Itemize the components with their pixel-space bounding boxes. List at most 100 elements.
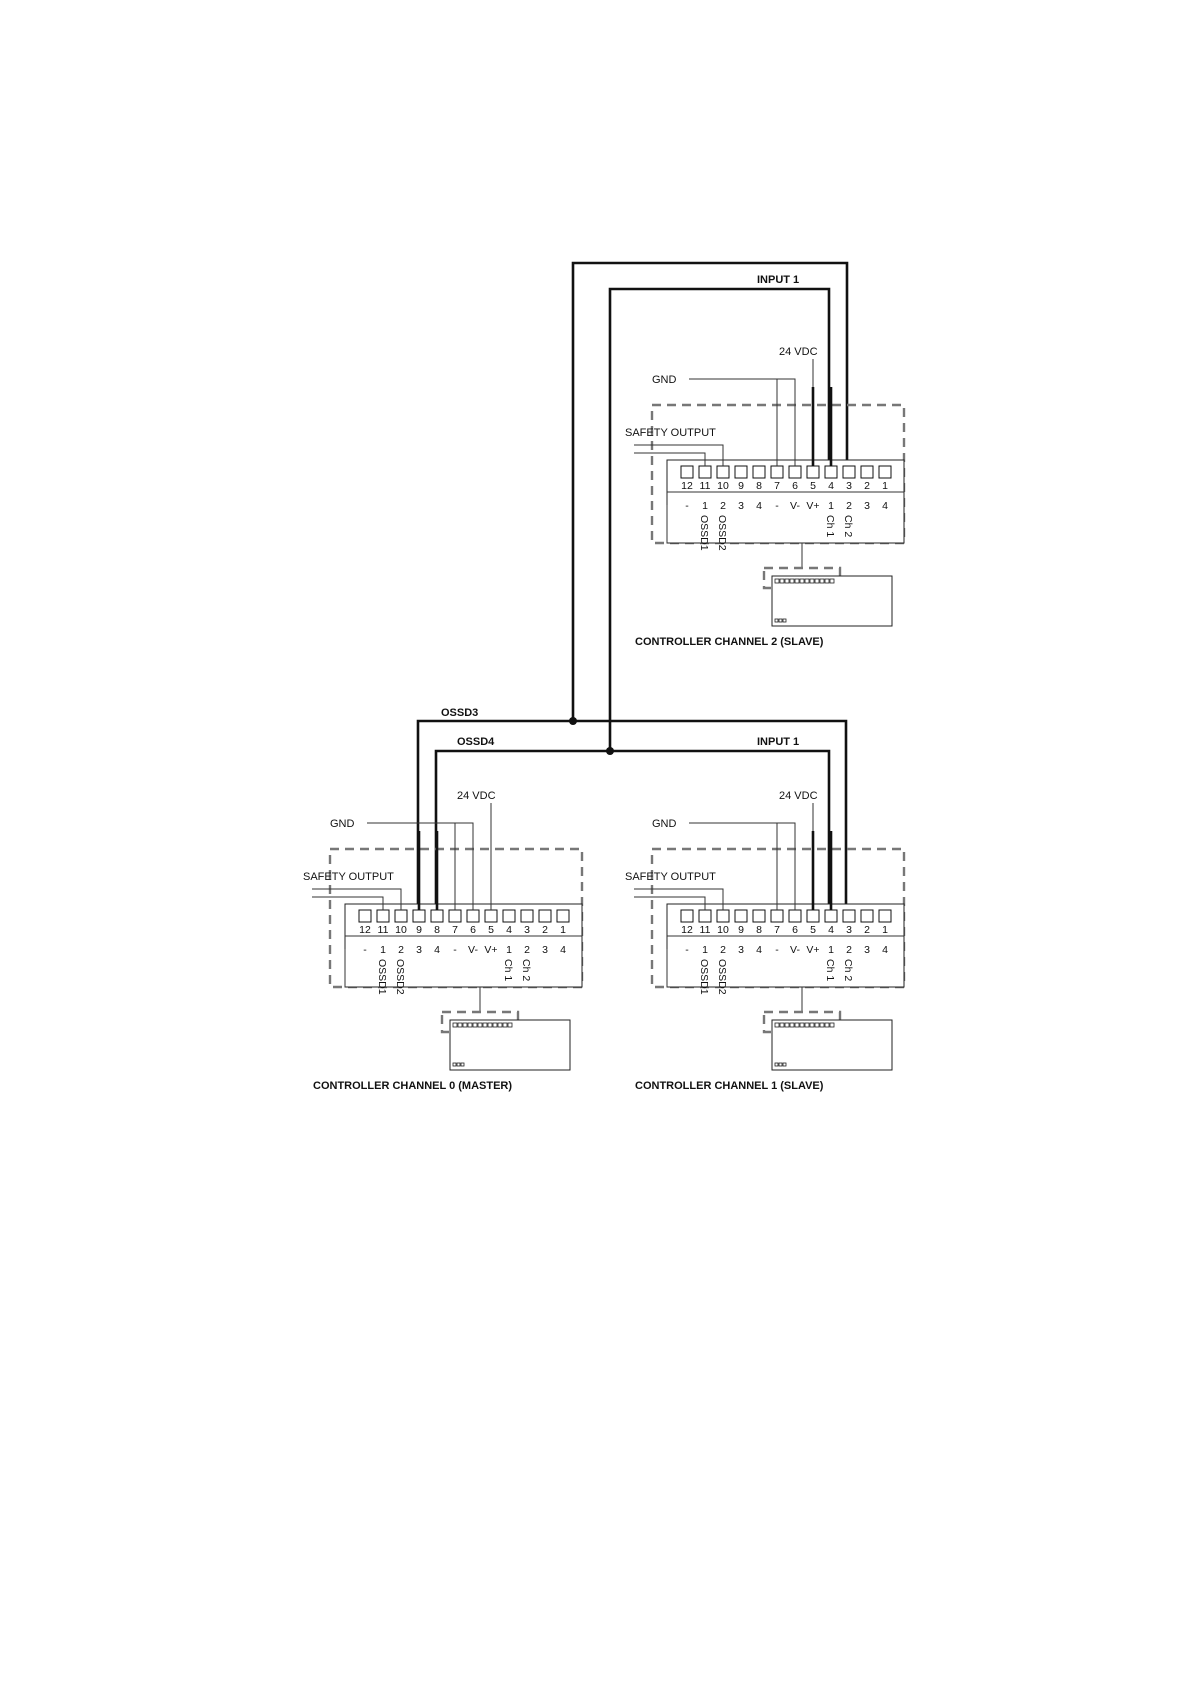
terminal-number: 9	[738, 924, 744, 936]
terminal-number: 10	[395, 924, 407, 936]
ossd3-label: OSSD3	[441, 707, 478, 719]
terminal-8	[752, 909, 766, 923]
terminal-7	[448, 909, 462, 923]
module-mini-led	[778, 618, 783, 623]
vertical-pin-label: OSSD2	[716, 959, 728, 995]
module-box	[771, 1019, 893, 1071]
module-mini-terminal	[814, 1022, 820, 1028]
terminal-function: V-	[790, 500, 800, 512]
terminal-function: 1	[702, 944, 708, 956]
terminal-function: V+	[806, 500, 819, 512]
terminal-10	[394, 909, 408, 923]
terminal-4	[824, 909, 838, 923]
module-mini-led	[782, 618, 787, 623]
terminal-5	[806, 465, 820, 479]
terminal-2	[860, 465, 874, 479]
terminal-number: 8	[756, 480, 762, 492]
terminal-number: 6	[470, 924, 476, 936]
vertical-pin-label: Ch 1	[502, 959, 514, 981]
module-mini-terminal	[472, 1022, 478, 1028]
module-mini-terminal	[457, 1022, 463, 1028]
vertical-pin-label: OSSD2	[394, 959, 406, 995]
safety-output-wire-2	[634, 444, 724, 466]
gnd-return-wire	[777, 378, 796, 466]
vertical-pin-label: Ch 1	[824, 515, 836, 537]
ossd4-horizontal-wire	[434, 749, 831, 914]
terminal-function: 3	[542, 944, 548, 956]
terminal-number: 4	[506, 924, 512, 936]
ossd4-junction-dot	[606, 747, 614, 755]
terminal-function: 3	[738, 500, 744, 512]
module-mini-terminal	[804, 578, 810, 584]
controller-title: CONTROLLER CHANNEL 1 (SLAVE)	[635, 1080, 824, 1092]
module-mini-terminal	[794, 1022, 800, 1028]
terminal-number: 11	[700, 924, 711, 936]
input1-ch1-label: INPUT 1	[757, 736, 799, 748]
ossd4-bus-wire	[608, 287, 831, 751]
module-mini-terminal	[452, 1022, 458, 1028]
safety-output-wire-1	[634, 452, 706, 466]
module-mini-terminal	[789, 578, 795, 584]
vertical-pin-label: Ch 2	[842, 515, 854, 537]
terminal-number: 4	[828, 480, 834, 492]
module-mini-terminal	[794, 578, 800, 584]
safety-output-label: SAFETY OUTPUT	[303, 871, 394, 883]
module-mini-terminal	[799, 578, 805, 584]
terminal-function: 2	[846, 500, 852, 512]
terminal-number: 5	[488, 924, 494, 936]
controller-title: CONTROLLER CHANNEL 2 (SLAVE)	[635, 636, 824, 648]
safety-output-wire-1	[312, 896, 384, 910]
module-mini-terminal	[492, 1022, 498, 1028]
terminal-function: 2	[524, 944, 530, 956]
module-mini-terminal	[829, 1022, 835, 1028]
terminal-function: V+	[806, 944, 819, 956]
vertical-pin-label: Ch 2	[520, 959, 532, 981]
vertical-pin-label: OSSD1	[698, 515, 710, 551]
module-mini-terminal	[487, 1022, 493, 1028]
terminal-number: 12	[681, 924, 693, 936]
terminal-function: -	[685, 500, 689, 512]
terminal-function: 1	[380, 944, 386, 956]
module-mini-led	[774, 1062, 779, 1067]
gnd-label: GND	[652, 374, 677, 386]
module-dashed-slot	[762, 1010, 842, 1034]
module-mini-terminal	[779, 1022, 785, 1028]
terminal-5	[806, 909, 820, 923]
terminal-number: 7	[452, 924, 458, 936]
safety-output-label: SAFETY OUTPUT	[625, 427, 716, 439]
terminal-function: 3	[864, 944, 870, 956]
gnd-label: GND	[330, 818, 355, 830]
terminal-9	[734, 465, 748, 479]
terminal-9	[734, 909, 748, 923]
safety-output-wire-2	[312, 888, 402, 910]
terminal-4	[502, 909, 516, 923]
vdc-label: 24 VDC	[779, 790, 818, 802]
terminal-function: 1	[828, 500, 834, 512]
module-mini-led	[460, 1062, 465, 1067]
terminal-12	[358, 909, 372, 923]
terminal-number: 9	[738, 480, 744, 492]
terminal-number: 2	[864, 924, 870, 936]
terminal-function: -	[775, 944, 779, 956]
terminal-function: 3	[738, 944, 744, 956]
terminal-number: 3	[846, 480, 852, 492]
vertical-pin-label: OSSD2	[716, 515, 728, 551]
terminal-11	[376, 909, 390, 923]
terminal-1	[878, 465, 892, 479]
ossd3-bus-wire	[571, 261, 849, 718]
module-mini-terminal	[482, 1022, 488, 1028]
terminal-function: -	[685, 944, 689, 956]
terminal-10	[716, 909, 730, 923]
vertical-pin-label: OSSD1	[376, 959, 388, 995]
terminal-function: 1	[702, 500, 708, 512]
terminal-function: 3	[416, 944, 422, 956]
terminal-number: 5	[810, 924, 816, 936]
terminal-function: 2	[720, 500, 726, 512]
terminal-function: 4	[882, 500, 888, 512]
module-mini-terminal	[774, 1022, 780, 1028]
terminal-function: 4	[434, 944, 440, 956]
terminal-number: 1	[882, 480, 888, 492]
